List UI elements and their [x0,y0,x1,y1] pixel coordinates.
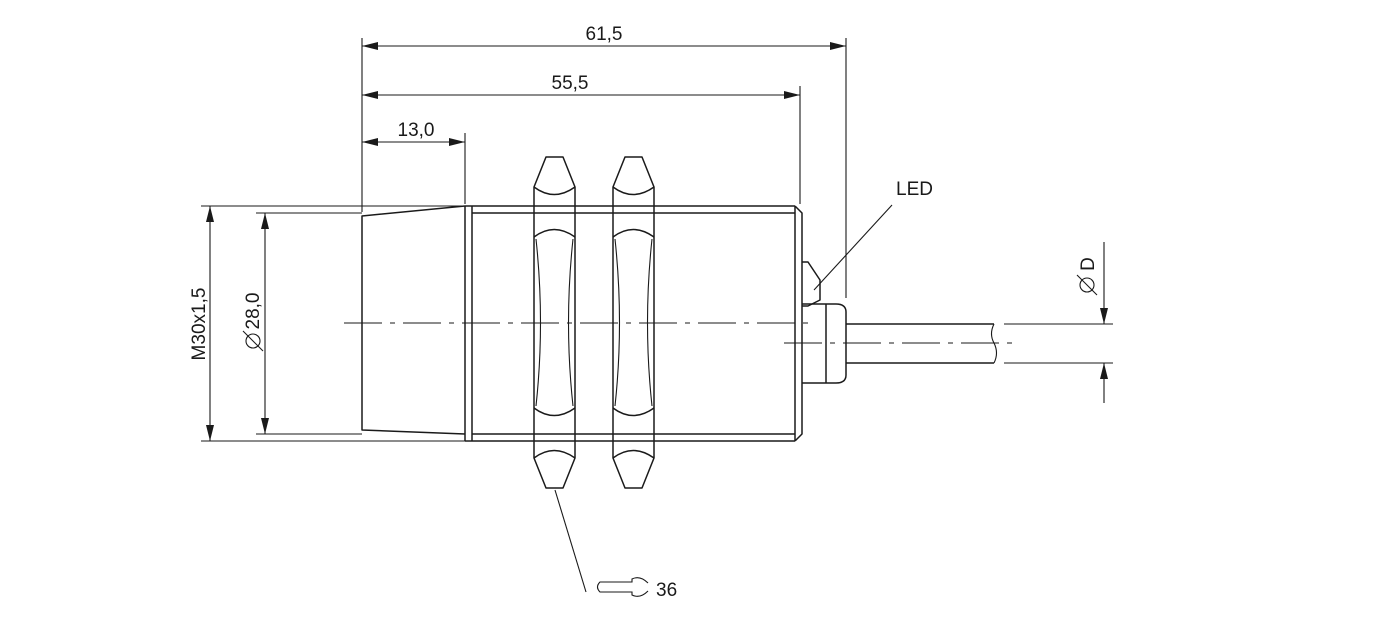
diameter-icon [1076,274,1098,296]
wrench-size-label: 36 [656,580,677,601]
wrench-callout: 36 [554,489,677,601]
body-length-label: 55,5 [552,73,589,94]
overall-length-label: 61,5 [586,24,623,45]
led-label: LED [896,179,933,200]
diameter-icon [242,330,264,352]
dimension-body-length: 55,5 [362,73,801,204]
led-window [802,261,821,307]
dimension-overall-length: 61,5 [361,24,847,298]
dimension-cable-diameter: D [1004,242,1113,403]
wrench-icon [596,577,649,597]
cable-diameter-label: D [1078,257,1099,271]
dimension-face-diameter: 28,0 [242,212,362,435]
sensing-face-length-label: 13,0 [398,120,435,141]
dimension-thread: M30x1,5 [189,205,465,442]
dimension-sensing-face-length: 13,0 [362,120,466,204]
face-diameter-label: 28,0 [243,293,264,330]
led-callout: LED [813,179,933,291]
sensor-body [361,205,803,442]
thread-label: M30x1,5 [189,288,210,361]
